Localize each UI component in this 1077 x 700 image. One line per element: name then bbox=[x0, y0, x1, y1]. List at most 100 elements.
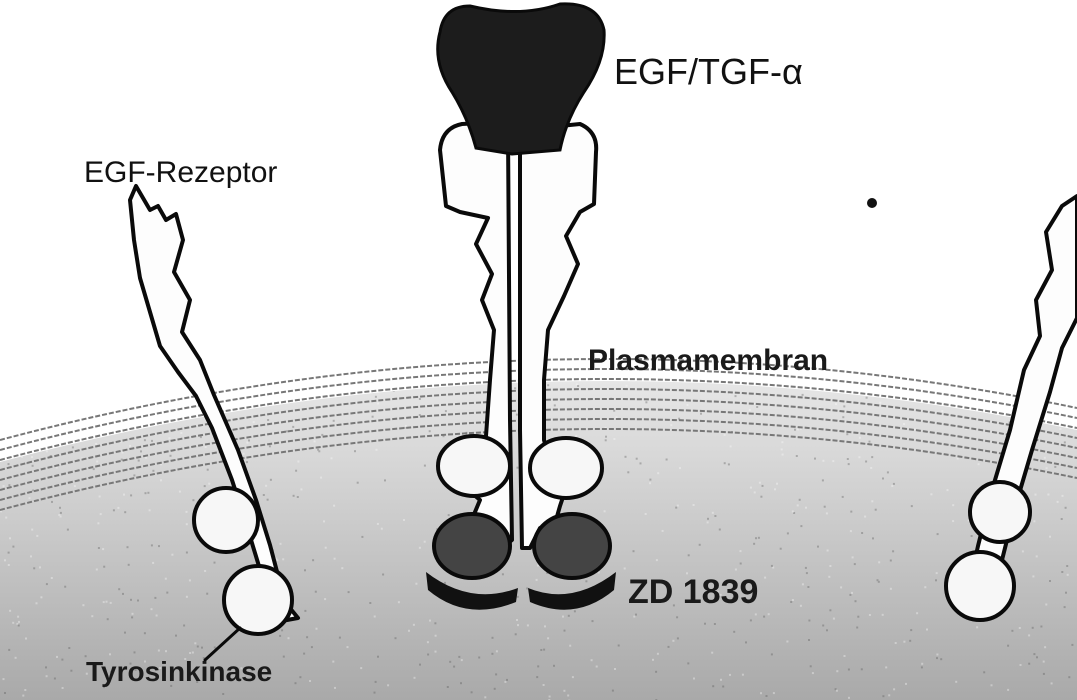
texture-speck bbox=[635, 614, 637, 616]
texture-speck bbox=[282, 337, 284, 339]
texture-speck bbox=[207, 469, 209, 471]
texture-speck bbox=[324, 598, 326, 600]
texture-speck bbox=[859, 437, 861, 439]
texture-speck bbox=[1036, 656, 1038, 658]
texture-speck bbox=[864, 351, 866, 353]
texture-speck bbox=[29, 497, 31, 499]
texture-speck bbox=[419, 398, 421, 400]
texture-speck bbox=[159, 398, 161, 400]
texture-speck bbox=[393, 361, 395, 363]
texture-speck bbox=[156, 615, 158, 617]
texture-speck bbox=[1032, 627, 1034, 629]
texture-speck bbox=[903, 641, 905, 643]
texture-speck bbox=[461, 659, 463, 661]
texture-speck bbox=[165, 650, 167, 652]
texture-speck bbox=[796, 455, 798, 457]
texture-speck bbox=[133, 474, 135, 476]
texture-speck bbox=[339, 352, 341, 354]
texture-speck bbox=[618, 645, 620, 647]
texture-speck bbox=[382, 574, 384, 576]
texture-speck bbox=[354, 450, 356, 452]
texture-speck bbox=[193, 331, 195, 333]
texture-speck bbox=[1045, 604, 1047, 606]
texture-speck bbox=[208, 483, 210, 485]
texture-speck bbox=[633, 550, 635, 552]
texture-speck bbox=[688, 554, 690, 556]
texture-speck bbox=[49, 354, 51, 356]
texture-speck bbox=[822, 625, 824, 627]
texture-speck bbox=[1044, 646, 1046, 648]
texture-speck bbox=[361, 536, 363, 538]
texture-speck bbox=[9, 610, 11, 612]
texture-speck bbox=[165, 385, 167, 387]
texture-speck bbox=[281, 629, 283, 631]
texture-speck bbox=[46, 450, 48, 452]
texture-speck bbox=[675, 507, 677, 509]
texture-speck bbox=[132, 613, 134, 615]
texture-speck bbox=[424, 541, 426, 543]
texture-speck bbox=[121, 459, 123, 461]
texture-speck bbox=[936, 572, 938, 574]
texture-speck bbox=[1065, 592, 1067, 594]
texture-speck bbox=[823, 339, 825, 341]
texture-speck bbox=[144, 632, 146, 634]
texture-speck bbox=[299, 676, 301, 678]
texture-speck bbox=[760, 496, 762, 498]
texture-speck bbox=[1057, 501, 1059, 503]
texture-speck bbox=[605, 439, 607, 441]
texture-speck bbox=[592, 620, 594, 622]
texture-speck bbox=[722, 686, 724, 688]
texture-speck bbox=[745, 379, 747, 381]
texture-speck bbox=[645, 401, 647, 403]
texture-speck bbox=[553, 665, 555, 667]
texture-speck bbox=[866, 397, 868, 399]
texture-speck bbox=[424, 465, 426, 467]
texture-speck bbox=[19, 357, 21, 359]
texture-speck bbox=[827, 550, 829, 552]
texture-speck bbox=[334, 558, 336, 560]
texture-speck bbox=[890, 588, 892, 590]
texture-speck bbox=[168, 437, 170, 439]
texture-speck bbox=[315, 591, 317, 593]
texture-speck bbox=[495, 673, 497, 675]
texture-speck bbox=[97, 522, 99, 524]
texture-speck bbox=[627, 471, 629, 473]
texture-speck bbox=[645, 513, 647, 515]
texture-speck bbox=[753, 543, 755, 545]
texture-speck bbox=[348, 591, 350, 593]
texture-speck bbox=[543, 649, 545, 651]
texture-speck bbox=[955, 681, 957, 683]
texture-speck bbox=[895, 392, 897, 394]
texture-speck bbox=[978, 463, 980, 465]
texture-speck bbox=[297, 461, 299, 463]
texture-speck bbox=[486, 337, 488, 339]
texture-speck bbox=[810, 665, 812, 667]
texture-speck bbox=[447, 686, 449, 688]
texture-speck bbox=[172, 385, 174, 387]
texture-speck bbox=[699, 544, 701, 546]
texture-speck bbox=[95, 443, 97, 445]
texture-speck bbox=[707, 518, 709, 520]
texture-speck bbox=[22, 392, 24, 394]
texture-speck bbox=[435, 651, 437, 653]
texture-speck bbox=[1011, 630, 1013, 632]
texture-speck bbox=[89, 355, 91, 357]
texture-speck bbox=[18, 625, 20, 627]
texture-speck bbox=[124, 511, 126, 513]
texture-speck bbox=[807, 586, 809, 588]
texture-speck bbox=[856, 627, 858, 629]
texture-speck bbox=[1049, 536, 1051, 538]
texture-speck bbox=[194, 642, 196, 644]
texture-speck bbox=[121, 451, 123, 453]
texture-speck bbox=[20, 426, 22, 428]
texture-speck bbox=[133, 374, 135, 376]
texture-speck bbox=[130, 599, 132, 601]
texture-speck bbox=[844, 655, 846, 657]
texture-speck bbox=[792, 378, 794, 380]
texture-speck bbox=[750, 619, 752, 621]
texture-speck bbox=[103, 566, 105, 568]
texture-speck bbox=[869, 614, 871, 616]
texture-speck bbox=[1047, 494, 1049, 496]
texture-speck bbox=[850, 511, 852, 513]
texture-speck bbox=[1061, 518, 1063, 520]
